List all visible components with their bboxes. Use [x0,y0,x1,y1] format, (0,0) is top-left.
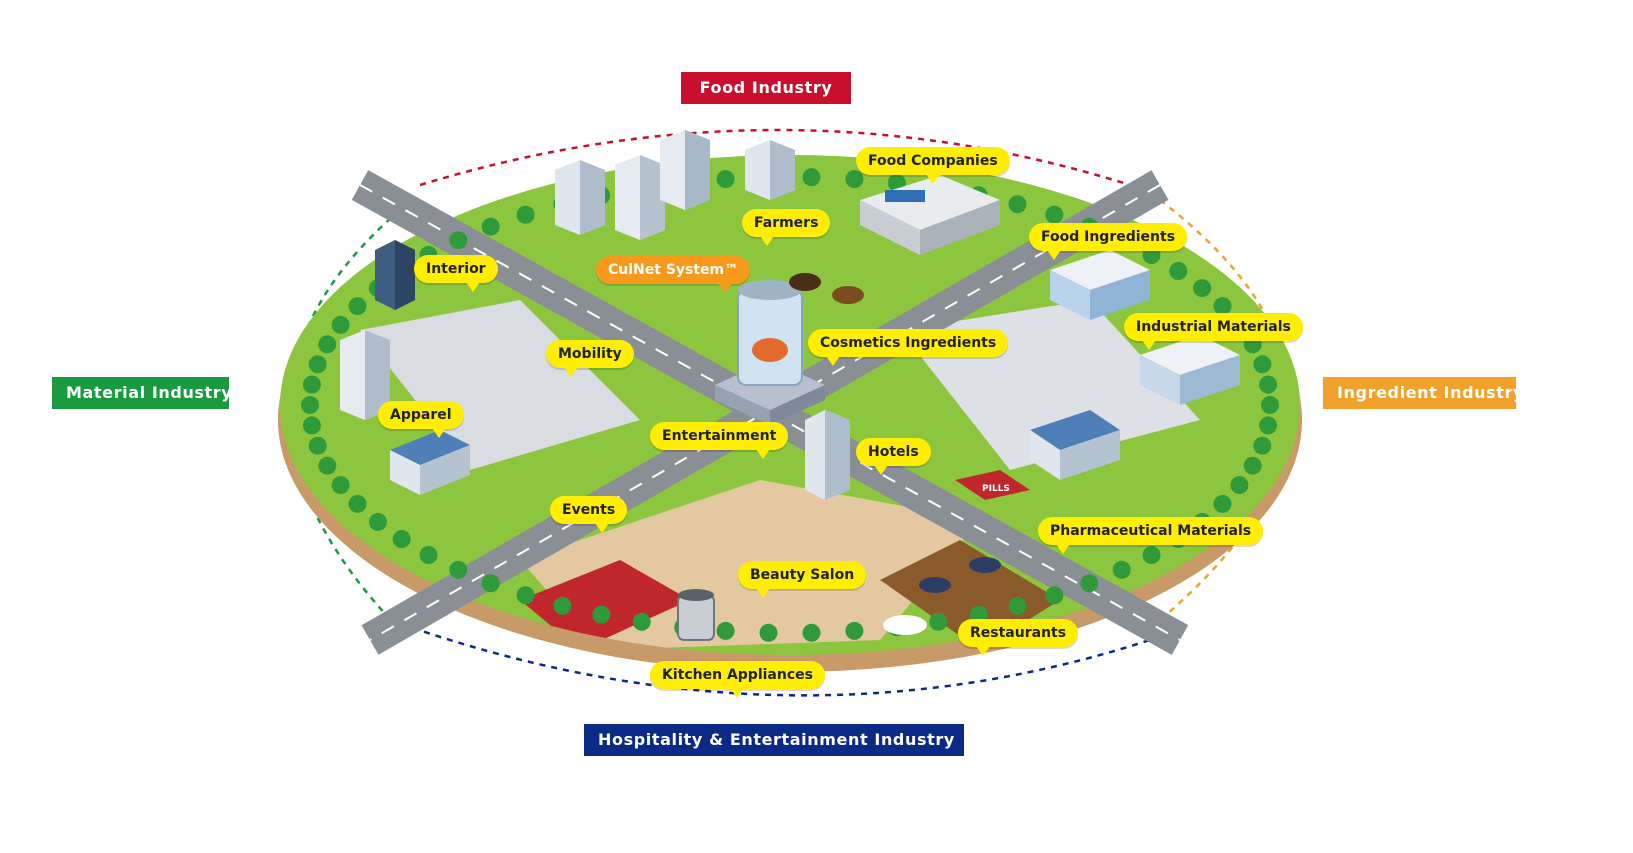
tree [553,596,572,615]
tree [481,574,500,593]
tree [1142,546,1161,564]
tree [1193,279,1212,298]
tree [845,621,864,640]
ingredient-industry-label: Ingredient Industry [1323,377,1523,409]
tree [449,560,468,579]
tree [1112,560,1131,579]
office-tower-2 [615,155,665,240]
food-ingredients-callout: Food Ingredients [1029,223,1188,260]
hospitality-industry-ring [389,618,1151,697]
industrial-materials-callout: Industrial Materials [1124,313,1303,350]
tree [929,612,948,631]
tree [318,335,337,354]
apparel-callout: Apparel [378,401,464,438]
tree [1045,205,1064,224]
ingredient-industry-ring [1159,199,1292,621]
pills-sign-text: PILLS [982,484,1010,494]
tree [802,623,821,642]
entertainment-callout: Entertainment [650,422,789,459]
tree [331,315,350,334]
tree [632,612,651,631]
beauty-salon-callout: Beauty Salon [738,561,867,598]
pharmaceutical-materials-callout: Pharmaceutical Materials [1038,517,1264,554]
farm-animals [789,273,864,304]
tree [1008,596,1027,615]
tree [481,217,500,236]
culnet-system-callout: CulNet System™ [596,256,751,293]
kitchen-appliances-callout: Kitchen Appliances [650,661,825,698]
tree [1008,195,1027,214]
office-tower-4 [745,140,795,200]
tree [308,436,327,455]
tree [1080,574,1099,593]
hospitality-industry-label: Hospitality & Entertainment Industry [584,724,964,756]
city-buildings: PILLS [340,130,1240,500]
cosmetics-ingredients-callout: Cosmetics Ingredients [808,329,1009,366]
tree [301,396,319,414]
pharma-building [1030,410,1120,480]
food-factory [860,175,1000,255]
tree [1261,396,1279,414]
tree [419,546,438,564]
food-industry-label: Food Industry [681,72,851,104]
tree [1253,355,1272,374]
tree [1243,456,1262,475]
tree [1169,262,1188,280]
material-industry-label: Material Industry [52,377,232,409]
industrial-plant [1140,335,1240,405]
events-callout: Events [550,496,628,533]
apparel-building [390,430,470,495]
food-industry-ring [419,128,1131,187]
tree [759,623,778,642]
tree [348,297,367,316]
culnet-reactor [715,280,825,425]
hotel-tower [805,410,850,500]
tree [592,605,611,624]
food-companies-callout: Food Companies [856,147,1010,184]
restaurant-tables [883,557,1001,635]
tree [308,355,327,374]
interior-callout: Interior [414,255,498,292]
tree [802,168,821,187]
tree [1253,436,1272,455]
tree [392,530,411,548]
tree [716,621,735,640]
office-tower-5 [375,240,415,310]
mobility-callout: Mobility [546,340,634,377]
tree [845,170,864,189]
office-tower-3 [660,130,710,210]
pills-sign: PILLS [955,470,1030,500]
tree [516,205,535,224]
tree [331,476,350,495]
office-tower-6 [340,330,390,420]
event-carpet [520,560,690,650]
tree [716,170,735,189]
plaza-left [360,300,640,470]
tree [1213,297,1232,316]
tree [516,586,535,605]
tree [302,416,321,435]
tree [368,512,387,531]
tree [1213,494,1232,513]
hotels-callout: Hotels [856,438,931,475]
ingredient-lab [1050,250,1150,320]
farmers-callout: Farmers [742,209,831,246]
tree [318,456,337,475]
tree [449,231,468,250]
restaurants-callout: Restaurants [958,619,1079,656]
tree [348,494,367,513]
office-tower-1 [555,160,605,235]
tree [1259,375,1278,394]
pressure-cooker [677,589,715,641]
tree [302,375,321,394]
material-industry-ring [288,209,401,631]
tree [1259,416,1278,435]
tree [1045,586,1064,605]
tree [1230,476,1249,495]
